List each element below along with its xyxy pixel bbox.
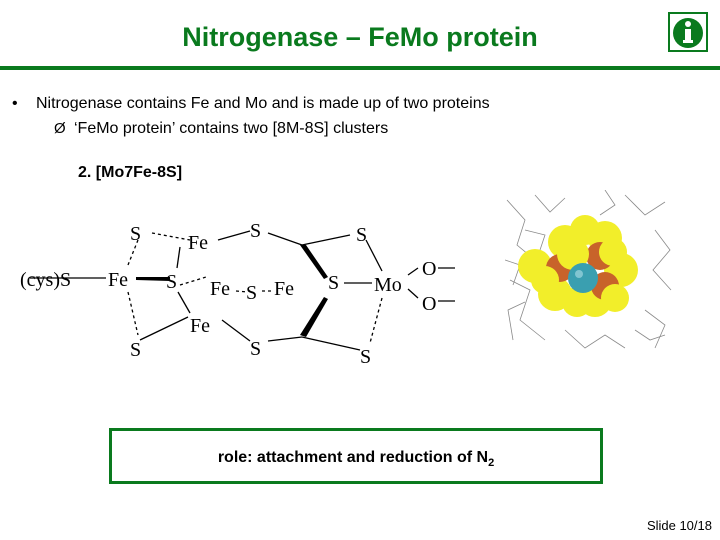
- fe-left: Fe: [108, 269, 128, 291]
- mo-atom: Mo: [374, 274, 402, 296]
- sub-bullet-arrow: Ø: [54, 120, 66, 137]
- s-center: S: [246, 282, 257, 304]
- molecule-space-filling-image: [505, 190, 672, 349]
- fe-center-left: Fe: [210, 278, 230, 300]
- bullet-marker: •: [12, 95, 18, 112]
- fe-bottom: Fe: [190, 315, 210, 337]
- info-icon[interactable]: [668, 12, 708, 52]
- s-mid-left: S: [166, 271, 177, 293]
- role-subscript: 2: [488, 457, 495, 470]
- s-top-left: S: [130, 223, 141, 245]
- s-bottom-mid: S: [250, 338, 261, 360]
- role-text-line: role: attachment and reduction of N2: [112, 449, 600, 469]
- bullet-text: Nitrogenase contains Fe and Mo and is ma…: [36, 95, 490, 112]
- s-top-mid: S: [250, 220, 261, 242]
- o-top: O: [422, 258, 436, 280]
- fe-center-right: Fe: [274, 278, 294, 300]
- cys-s: (cys)S: [20, 269, 71, 291]
- o-bottom: O: [422, 293, 436, 315]
- slide-number: Slide 10/18: [646, 518, 712, 533]
- cluster-label: 2. [Mo7Fe-8S]: [78, 164, 183, 181]
- s-bottom-left: S: [130, 339, 141, 361]
- sub-bullet-text: ‘FeMo protein’ contains two [8M-8S] clus…: [74, 120, 389, 137]
- role-callout-box: role: attachment and reduction of N2: [109, 428, 603, 484]
- slide-title: Nitrogenase – FeMo protein: [182, 22, 538, 52]
- molecule-spheres: [518, 215, 638, 317]
- s-top-right: S: [356, 224, 367, 246]
- femo-cofactor-structure: S Fe S S (cys)S Fe S Fe S Fe S Mo O O S …: [20, 220, 455, 368]
- fe-top: Fe: [188, 232, 208, 254]
- role-text: role: attachment and reduction of N: [217, 449, 489, 466]
- title-underline: [0, 66, 720, 70]
- s-bottom-right: S: [360, 346, 371, 368]
- s-mid-right: S: [328, 272, 339, 294]
